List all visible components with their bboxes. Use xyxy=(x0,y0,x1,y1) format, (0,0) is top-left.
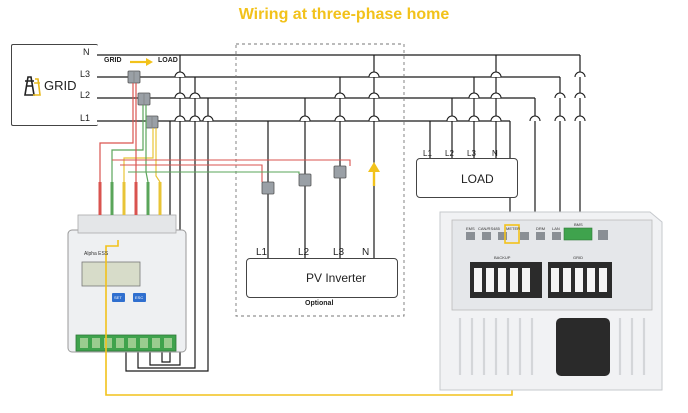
grid-label: GRID xyxy=(44,78,77,93)
grid-box xyxy=(11,44,98,126)
load-label: LOAD xyxy=(461,172,494,186)
port-lan: LAN xyxy=(552,226,560,231)
flow-to-label: LOAD xyxy=(158,57,178,64)
energy-meter xyxy=(67,214,187,353)
grid-lines xyxy=(97,54,580,122)
pv-terminal-l1: L1 xyxy=(256,247,268,258)
load-terminal-l2: L2 xyxy=(445,149,454,158)
arrow-right-icon xyxy=(130,58,153,66)
load-terminal-l1: L1 xyxy=(423,149,432,158)
port-can: CAN/RS485 xyxy=(478,226,500,231)
load-box xyxy=(416,158,518,198)
grid-line-n: N xyxy=(83,47,90,57)
optional-pv-region xyxy=(235,43,405,317)
pv-inverter-box xyxy=(246,258,398,298)
inverter-grid-label: GRID xyxy=(573,255,583,260)
pv-inverter-label: PV Inverter xyxy=(306,271,367,285)
hybrid-inverter xyxy=(439,211,663,391)
page-title: Wiring at three-phase home xyxy=(238,6,450,23)
meter-button-esc: ESC xyxy=(135,295,144,300)
grid-line-l1: L1 xyxy=(80,113,91,123)
port-meter: METER xyxy=(506,226,520,231)
port-ems: EMS xyxy=(466,226,475,231)
meter-button-set: SET xyxy=(114,295,122,300)
pv-terminal-l3: L3 xyxy=(333,247,345,258)
backup-label: BACKUP xyxy=(494,255,511,260)
port-drm: DRM xyxy=(536,226,546,231)
load-terminal-l3: L3 xyxy=(467,149,476,158)
meter-brand: Alpha ESS xyxy=(84,251,109,257)
grid-line-l3: L3 xyxy=(80,69,91,79)
grid-tower-icon xyxy=(24,76,41,96)
port-bms: BMS xyxy=(574,222,583,227)
pv-terminal-n: N xyxy=(362,247,370,258)
pv-terminal-l2: L2 xyxy=(298,247,310,258)
arrow-up-icon xyxy=(368,162,380,186)
grid-line-l2: L2 xyxy=(80,90,91,100)
pv-optional-label: Optional xyxy=(305,300,334,307)
flow-from-label: GRID xyxy=(104,57,122,64)
load-terminal-n: N xyxy=(492,149,498,158)
